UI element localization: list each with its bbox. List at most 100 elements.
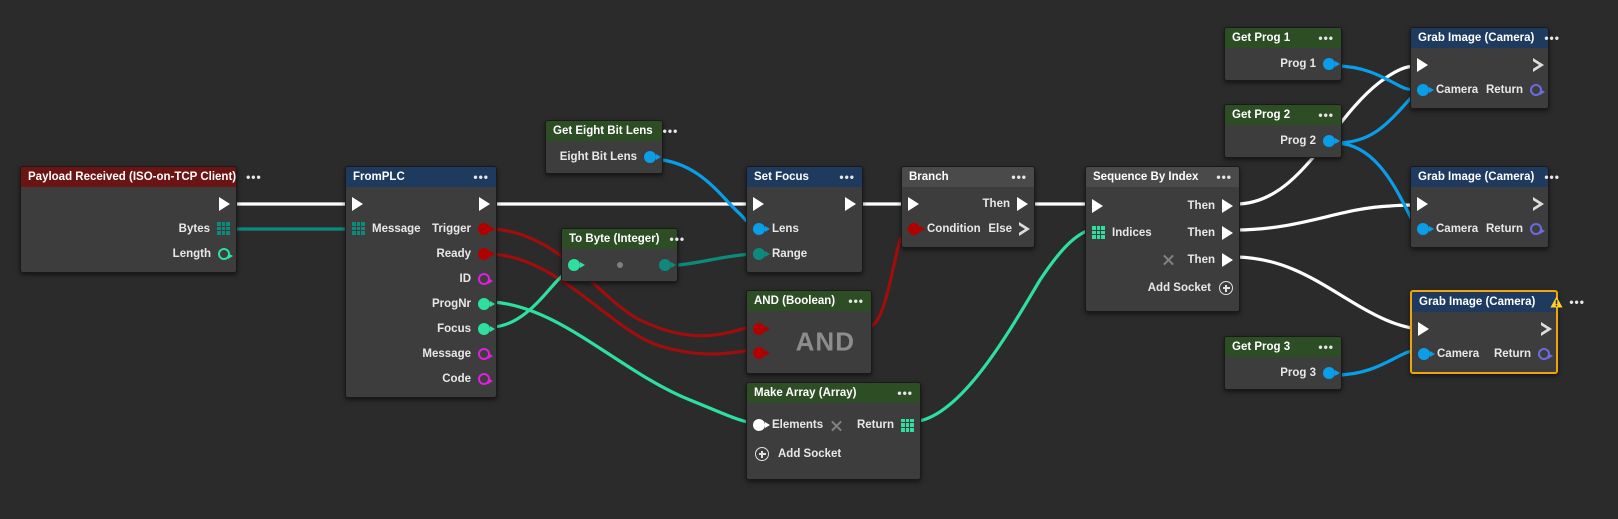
socket-row-then-3[interactable]: Then [1086,246,1239,273]
node-header[interactable]: Payload Received (ISO-on-TCP Client) ••• [21,167,261,187]
node-header[interactable]: Get Eight Bit Lens ••• [546,121,677,141]
node-menu-icon[interactable]: ••• [839,170,855,184]
dot-socket-icon[interactable] [753,323,770,335]
ring-socket-icon[interactable] [1538,347,1553,360]
socket-row-id[interactable]: ID [346,266,496,291]
exec-in-socket-icon[interactable] [1092,198,1103,213]
dot-socket-icon[interactable] [644,150,661,163]
grid-socket-icon[interactable] [1092,226,1105,239]
node-header[interactable]: Grab Image (Camera) ••• [1412,292,1584,312]
dot-socket-icon[interactable] [568,258,585,271]
exec-out-socket-icon[interactable] [1222,252,1233,267]
node-menu-icon[interactable]: ••• [897,386,913,400]
dot-socket-icon[interactable] [478,222,495,235]
exec-in-socket-icon[interactable] [1417,57,1428,72]
node-header[interactable]: Grab Image (Camera) ••• [1411,28,1559,48]
node-fromplc[interactable]: FromPLC ••• Message Trigger Ready [345,166,497,398]
node-menu-icon[interactable]: ••• [662,124,679,138]
socket-row-exec[interactable] [1411,52,1548,77]
node-sequence-by-index[interactable]: Sequence By Index ••• Then Indices Then [1085,166,1240,312]
grid-socket-icon[interactable] [217,222,230,235]
exec-out-hollow-socket-icon[interactable] [1531,57,1544,72]
ring-socket-icon[interactable] [478,272,493,285]
node-header[interactable]: Get Prog 1 ••• [1225,28,1341,48]
exec-in-socket-icon[interactable] [352,196,363,211]
socket-row-length[interactable]: Length [21,241,236,266]
grid-socket-icon[interactable] [901,418,914,432]
socket-row-exec[interactable] [346,191,496,216]
node-menu-icon[interactable]: ••• [1544,170,1560,184]
node-header[interactable]: Set Focus ••• [747,167,862,187]
node-grab-image-3[interactable]: Grab Image (Camera) ••• Camera Return [1410,290,1584,374]
dot-socket-icon[interactable] [908,222,925,235]
node-header[interactable]: AND (Boolean) ••• [747,291,871,311]
socket-row-eight-bit-lens[interactable]: Eight Bit Lens [546,144,662,169]
socket-row-camera-return[interactable]: Camera Return [1411,216,1548,241]
socket-row-prog-2[interactable]: Prog 2 [1225,128,1341,153]
node-menu-icon[interactable]: ••• [1011,170,1027,184]
socket-row-exec-then[interactable]: Then [902,191,1034,216]
node-grab-image-2[interactable]: Grab Image (Camera) ••• Camera Return [1410,166,1559,248]
node-header[interactable]: Grab Image (Camera) ••• [1411,167,1559,187]
node-header[interactable]: Get Prog 3 ••• [1225,337,1341,357]
node-header[interactable]: FromPLC ••• [346,167,496,187]
socket-row-focus[interactable]: Focus [346,316,496,341]
node-menu-icon[interactable]: ••• [1318,108,1334,122]
socket-row-tobyte[interactable] [562,252,677,277]
node-header[interactable]: Branch ••• [902,167,1034,187]
node-menu-icon[interactable]: ••• [1569,295,1585,309]
exec-out-socket-icon[interactable] [219,196,230,211]
dot-socket-icon[interactable] [753,347,770,359]
dot-socket-icon[interactable] [753,419,770,431]
node-header[interactable]: To Byte (Integer) ••• [562,229,684,249]
exec-in-socket-icon[interactable] [1417,196,1428,211]
node-menu-icon[interactable]: ••• [246,170,262,184]
dot-socket-icon[interactable] [478,247,495,260]
dot-socket-icon[interactable] [1418,347,1435,360]
exec-out-hollow-socket-icon[interactable] [1017,221,1030,236]
dot-socket-icon[interactable] [1417,222,1434,235]
node-get-prog-3[interactable]: Get Prog 3 ••• Prog 3 [1224,336,1342,390]
socket-row-exec[interactable] [747,191,862,216]
exec-out-socket-icon[interactable] [1222,225,1233,240]
node-header[interactable]: Get Prog 2 ••• [1225,105,1341,125]
node-menu-icon[interactable]: ••• [848,294,864,308]
node-to-byte-integer[interactable]: To Byte (Integer) ••• [561,228,684,282]
dot-socket-icon[interactable] [1323,366,1340,379]
socket-row-exec-then-1[interactable]: Then [1086,192,1239,219]
grid-socket-icon[interactable] [352,222,365,235]
socket-row-code[interactable]: Code [346,366,496,391]
socket-row-exec[interactable] [1412,316,1556,341]
socket-row-prognr[interactable]: ProgNr [346,291,496,316]
socket-row-elements-return[interactable]: Elements Return [747,411,920,439]
socket-row-range[interactable]: Range [747,241,862,266]
node-get-prog-2[interactable]: Get Prog 2 ••• Prog 2 [1224,104,1342,158]
socket-row-camera-return[interactable]: Camera Return [1412,341,1556,366]
dot-socket-icon[interactable] [753,222,770,235]
node-payload-received[interactable]: Payload Received (ISO-on-TCP Client) •••… [20,166,261,273]
dot-socket-icon[interactable] [1323,57,1340,70]
node-get-eight-bit-lens[interactable]: Get Eight Bit Lens ••• Eight Bit Lens [545,120,677,174]
socket-row-exec-out[interactable] [21,191,236,216]
socket-row-camera-return[interactable]: Camera Return [1411,77,1548,102]
node-menu-icon[interactable]: ••• [1216,170,1232,184]
socket-row-message-trigger[interactable]: Message Trigger [346,216,496,241]
socket-row-message-out[interactable]: Message [346,341,496,366]
ring-socket-icon[interactable] [218,247,233,260]
dot-socket-icon[interactable] [478,297,495,310]
exec-in-socket-icon[interactable] [1418,321,1429,336]
node-menu-icon[interactable]: ••• [1318,31,1334,45]
add-socket-icon[interactable] [755,447,769,461]
dot-socket-icon[interactable] [659,258,676,271]
node-branch[interactable]: Branch ••• Then Condition Else [901,166,1035,248]
remove-socket-icon[interactable] [830,419,843,432]
exec-out-hollow-socket-icon[interactable] [1531,196,1544,211]
node-set-focus[interactable]: Set Focus ••• Lens Range [746,166,863,273]
node-header[interactable]: Make Array (Array) ••• [747,383,920,403]
dot-socket-icon[interactable] [1417,83,1434,96]
socket-row-bytes[interactable]: Bytes [21,216,236,241]
dot-socket-icon[interactable] [753,247,770,260]
exec-in-socket-icon[interactable] [908,196,919,211]
node-menu-icon[interactable]: ••• [1318,340,1334,354]
